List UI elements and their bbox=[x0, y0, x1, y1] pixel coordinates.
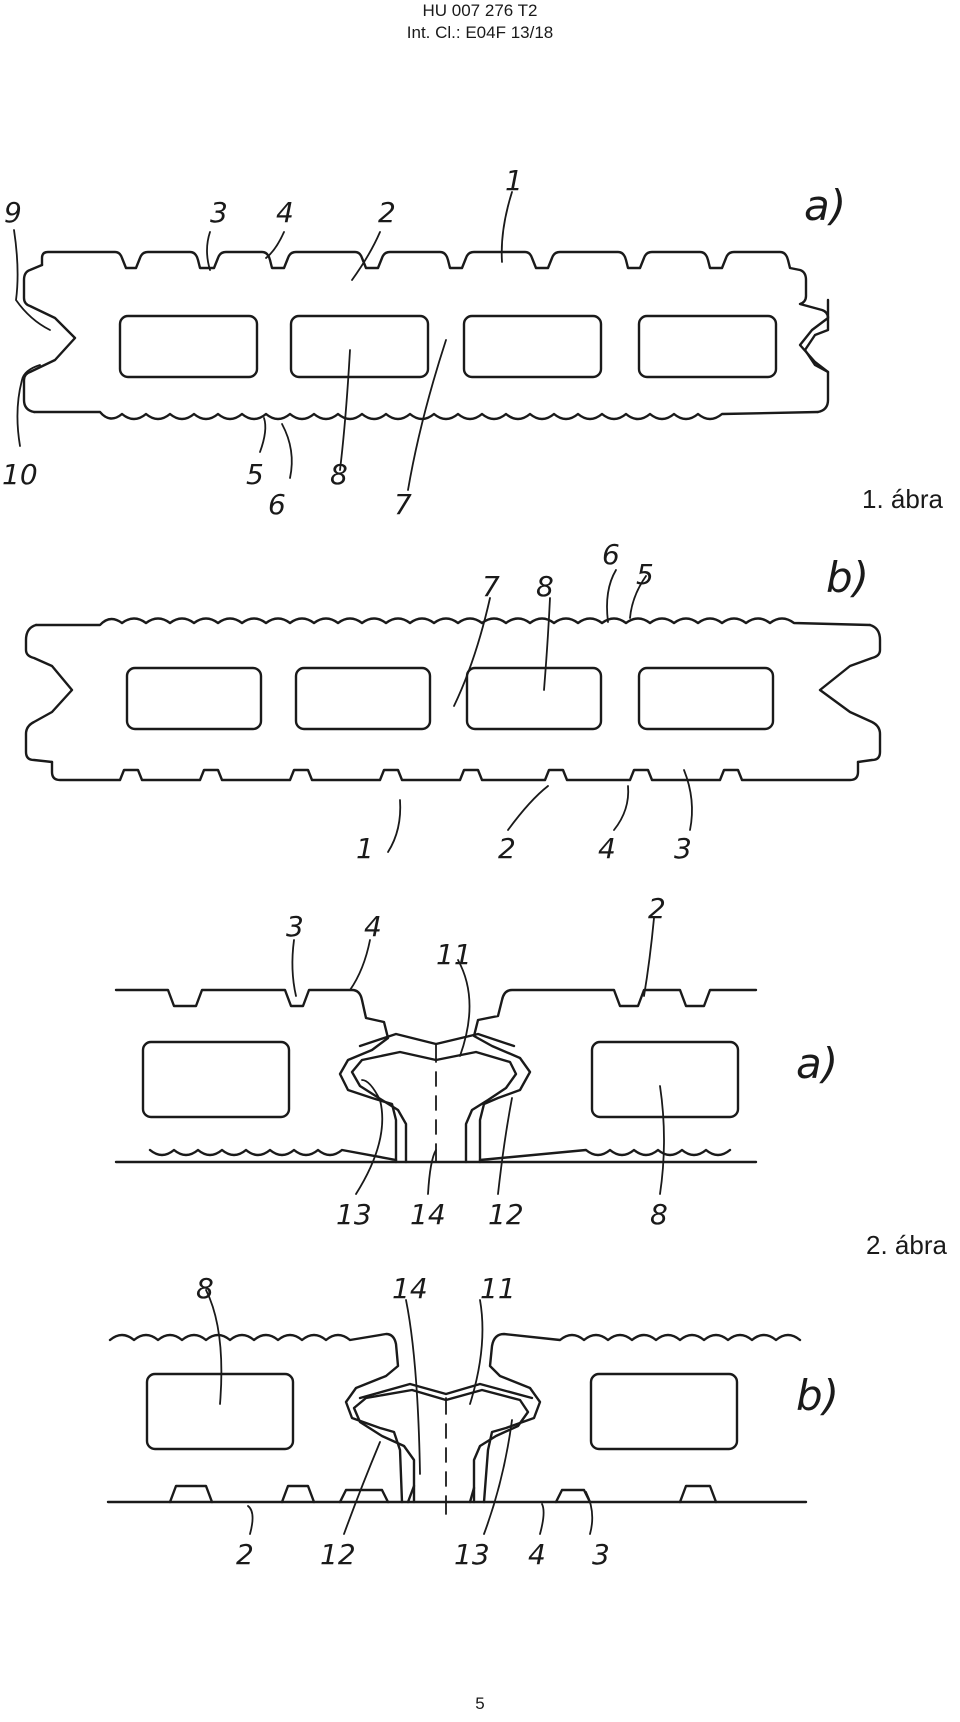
view-label: b) bbox=[826, 553, 869, 602]
callout: 3 bbox=[674, 832, 692, 865]
page-number: 5 bbox=[475, 1694, 485, 1713]
callout: 13 bbox=[336, 1198, 372, 1231]
callout: 12 bbox=[488, 1198, 524, 1231]
figure-2a-callouts: 3 4 11 2 13 14 12 8 a) bbox=[286, 892, 838, 1231]
callout: 8 bbox=[196, 1272, 214, 1305]
callout: 3 bbox=[210, 196, 228, 229]
figure-2b-joint bbox=[106, 1289, 808, 1535]
view-label: a) bbox=[804, 181, 846, 230]
callout: 6 bbox=[602, 538, 620, 571]
view-label: a) bbox=[796, 1039, 838, 1088]
callout: 6 bbox=[268, 488, 286, 521]
callout: 3 bbox=[592, 1538, 610, 1571]
callout: 4 bbox=[364, 910, 382, 943]
callout: 14 bbox=[410, 1198, 446, 1231]
callout: 7 bbox=[482, 570, 500, 603]
figure-1a-profile bbox=[13, 191, 830, 491]
callout: 2 bbox=[498, 832, 516, 865]
callout: 2 bbox=[236, 1538, 254, 1571]
document-id: HU 007 276 T2 bbox=[422, 1, 538, 20]
classification: Int. Cl.: E04F 13/18 bbox=[406, 23, 554, 42]
callout: 1 bbox=[505, 164, 523, 197]
figure-2a-joint bbox=[114, 917, 758, 1195]
callout: 12 bbox=[320, 1538, 356, 1571]
callout: 5 bbox=[246, 458, 264, 491]
figure-1b-profile bbox=[24, 569, 882, 853]
callout: 2 bbox=[648, 892, 666, 925]
callout: 10 bbox=[2, 458, 38, 491]
callout: 14 bbox=[392, 1272, 428, 1305]
callout: 4 bbox=[598, 832, 616, 865]
figure-2-caption: 2. ábra bbox=[866, 1230, 947, 1260]
callout: 8 bbox=[650, 1198, 668, 1231]
callout: 5 bbox=[636, 558, 654, 591]
callout: 4 bbox=[528, 1538, 546, 1571]
callout: 11 bbox=[480, 1272, 516, 1305]
callout: 13 bbox=[454, 1538, 490, 1571]
callout: 3 bbox=[286, 910, 304, 943]
figure-2b-callouts: 8 14 11 2 12 13 4 3 b) bbox=[196, 1272, 839, 1571]
callout: 8 bbox=[330, 458, 348, 491]
view-label: b) bbox=[796, 1371, 839, 1420]
callout: 7 bbox=[394, 488, 412, 521]
callout: 11 bbox=[436, 938, 472, 971]
callout: 1 bbox=[356, 832, 374, 865]
callout: 4 bbox=[276, 196, 294, 229]
figure-1a-callouts: 9 3 4 2 1 10 5 6 8 7 a) bbox=[2, 164, 846, 521]
callout: 8 bbox=[536, 570, 554, 603]
figure-1-caption: 1. ábra bbox=[862, 484, 943, 514]
callout: 2 bbox=[378, 196, 396, 229]
figure-1b-callouts: 7 8 6 5 1 2 4 3 b) bbox=[356, 538, 869, 865]
callout: 9 bbox=[4, 196, 22, 229]
